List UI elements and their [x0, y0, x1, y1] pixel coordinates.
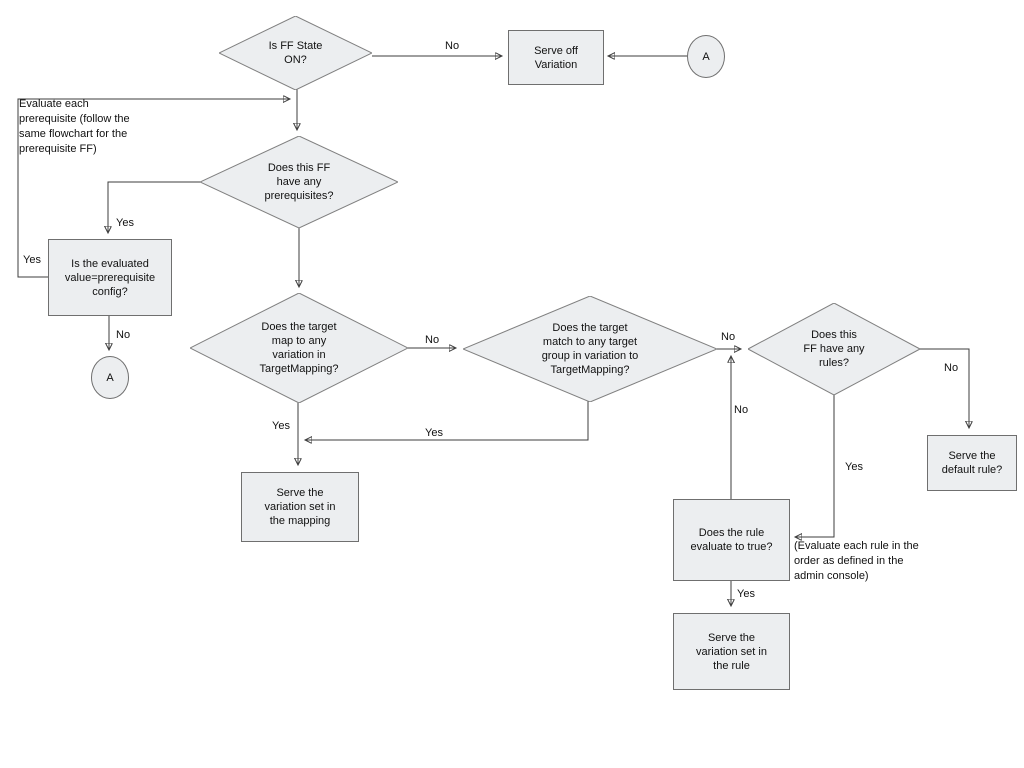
process-rule-true-text: Does the rule evaluate to true? [690, 527, 773, 553]
decision-ff-state-text: Is FF State ON? [268, 40, 323, 66]
edge-label-no-rules: No [944, 362, 959, 374]
process-rule-true: Does the rule evaluate to true? [673, 499, 790, 581]
decision-ff-state: Is FF State ON? [219, 16, 372, 90]
process-serve-rule-text: Serve the variation set in the rule [696, 631, 767, 672]
edge-label-yes-prereq-loop: Yes [23, 254, 41, 266]
connector-a-top: A [687, 35, 725, 78]
edge-eval-loopback [17, 99, 290, 278]
edge-group-servemapping [305, 398, 589, 440]
diamond-shape [200, 136, 398, 228]
decision-target-group-text: Does the target match to any target grou… [541, 322, 639, 376]
edge-label-yes-rules: Yes [845, 461, 863, 473]
edge-label-no-mapping: No [425, 334, 440, 346]
decision-target-mapping-text: Does the target map to any variation in … [259, 321, 339, 375]
edge-label-yes-group: Yes [425, 427, 443, 439]
process-serve-off-variation: Serve off Variation [508, 30, 604, 85]
diamond-shape [190, 293, 408, 403]
connector-a-left-text: A [106, 371, 114, 384]
edge-label-no-rule-loop: No [734, 404, 749, 416]
decision-prerequisites: Does this FF have any prerequisites? [200, 136, 398, 228]
process-serve-default: Serve the default rule? [927, 435, 1017, 491]
edge-label-yes-rule-true: Yes [737, 588, 755, 600]
diamond-shape [748, 303, 920, 395]
connector-a-left: A [91, 356, 129, 399]
connector-a-top-text: A [702, 50, 710, 63]
decision-target-group: Does the target match to any target grou… [463, 296, 717, 402]
note-prerequisite-evaluation: Evaluate each prerequisite (follow the s… [19, 98, 130, 155]
edge-label-yes-has-prereq: Yes [116, 217, 134, 229]
edge-label-no-ff-off: No [445, 40, 460, 52]
edge-label-no-group: No [721, 331, 736, 343]
process-eval-value: Is the evaluated value=prerequisite conf… [48, 239, 172, 316]
edge-rules-ruletrue [795, 395, 835, 537]
note-rule-order: (Evaluate each rule in the order as defi… [794, 540, 919, 582]
edge-prereq-eval [108, 181, 200, 233]
process-serve-mapping: Serve the variation set in the mapping [241, 472, 359, 542]
decision-rules: Does this FF have any rules? [748, 303, 920, 395]
diamond-shape [463, 296, 717, 402]
process-serve-rule: Serve the variation set in the rule [673, 613, 790, 690]
decision-prerequisites-text: Does this FF have any prerequisites? [264, 162, 334, 202]
edge-rules-default [920, 348, 969, 428]
process-serve-mapping-text: Serve the variation set in the mapping [264, 487, 336, 527]
process-eval-value-text: Is the evaluated value=prerequisite conf… [64, 257, 156, 298]
decision-rules-text: Does this FF have any rules? [803, 329, 865, 369]
edge-label-no-eval: No [116, 329, 131, 341]
decision-target-mapping: Does the target map to any variation in … [190, 293, 408, 403]
edge-label-yes-mapping: Yes [272, 420, 290, 432]
diamond-shape [219, 16, 372, 90]
process-serve-off-variation-text: Serve off Variation [534, 44, 578, 71]
process-serve-default-text: Serve the default rule? [941, 450, 1003, 476]
